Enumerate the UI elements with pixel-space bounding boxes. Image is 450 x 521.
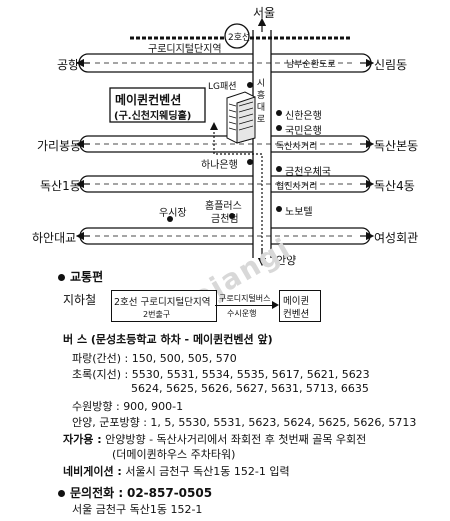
subway-station-box (111, 290, 217, 322)
subway-arrow-line (215, 305, 277, 306)
label-siheung-road: 시흥대로 (256, 79, 266, 125)
label-novotel: 노보텔 (285, 207, 313, 218)
label-hyeopjin-crossing: 협진사거리 (276, 182, 318, 192)
navigation-row: 네비게이션 : 서울시 금천구 독산1동 152-1 입력 (63, 465, 290, 478)
bus-green-row-2: 5624, 5625, 5626, 5627, 5631, 5713, 6635 (131, 382, 369, 395)
label-lg-fashion: LG패션 (208, 82, 237, 92)
transport-heading: 교통편 (58, 268, 103, 285)
bus-anyang-row: 안양, 군포방향 : 1, 5, 5530, 5531, 5623, 5624,… (72, 416, 417, 429)
label-homeplus: 홈플러스 (205, 201, 242, 212)
destination-line1: 메이퀸 (283, 296, 310, 307)
label-women-hall: 여성회관 (374, 231, 419, 245)
car-row: 자가용 : 안양방향 - 독산사거리에서 좌회전 후 첫번째 골목 우회전 (63, 433, 367, 446)
label-airport: 공항 (57, 58, 80, 72)
landmark-dots (167, 82, 282, 222)
label-anyang: 안양 (276, 254, 297, 267)
label-kookmin-bank: 국민은행 (285, 126, 322, 137)
label-doksan1: 독산1동 (40, 179, 81, 193)
route-arrow (210, 122, 218, 130)
label-garibong: 가리봉동 (37, 139, 82, 153)
direction-arrows (75, 17, 375, 267)
label-cattle-market: 우시장 (159, 208, 187, 219)
road-center-dashes (95, 62, 356, 237)
label-doksan-crossing: 독산사거리 (276, 142, 318, 152)
label-homeplus-branch: 금천점 (211, 214, 239, 225)
bus-blue-row: 파랑(간선) : 150, 500, 505, 570 (72, 352, 237, 365)
horizontal-roads (78, 53, 372, 245)
line2-badge (224, 23, 250, 49)
line2-badge-label: 2호선 (228, 33, 251, 43)
bus-heading: 버 스 (문성초등학교 하차 - 메이퀸컨벤션 앞) (63, 333, 273, 346)
bullet-icon (58, 490, 65, 497)
destination-line2: 컨벤션 (283, 309, 310, 320)
label-doksanbon: 독산본동 (374, 139, 419, 153)
subway-station-label: 2호선 구로디지털단지역 (114, 297, 211, 308)
bus-green-row: 초록(지선) : 5530, 5531, 5534, 5535, 5617, 5… (72, 368, 370, 381)
address-row: 서울 금천구 독산1동 152-1 (72, 503, 203, 516)
shuttle-frequency-label: 수시운행 (227, 309, 257, 318)
venue-former-name: (구.신천지웨딩홀) (114, 111, 192, 122)
label-doksan4: 독산4동 (374, 179, 415, 193)
label-seoul: 서울 (253, 6, 276, 20)
arrow-right-icon (272, 301, 279, 309)
bus-suwon-row: 수원방향 : 900, 900-1 (72, 400, 184, 413)
label-shinhan-bank: 신한은행 (285, 111, 322, 122)
subway-exit-label: 2번출구 (143, 310, 171, 319)
route-path (213, 128, 263, 250)
car-row-2: (더메이퀸하우스 주차타워) (112, 448, 236, 461)
label-guro-station: 구로디지털단지역 (148, 44, 222, 55)
phone-row: 문의전화 : 02-857-0505 (58, 484, 212, 501)
label-sillim: 신림동 (374, 58, 408, 72)
label-hana-bank: 하나은행 (201, 160, 238, 171)
label-nambu-road: 남부순환도로 (286, 60, 336, 70)
label-haan-bridge: 하안대교 (32, 231, 77, 245)
shuttle-bus-label: 구로디지털버스 (219, 294, 271, 303)
subway-label: 지하철 (63, 293, 97, 307)
destination-box (279, 290, 321, 322)
venue-name: 메이퀸컨벤션 (115, 93, 182, 107)
location-map (75, 17, 375, 267)
label-post-office: 금천우체국 (285, 167, 331, 178)
venue-building-icon (226, 91, 256, 144)
bullet-icon (58, 274, 65, 281)
